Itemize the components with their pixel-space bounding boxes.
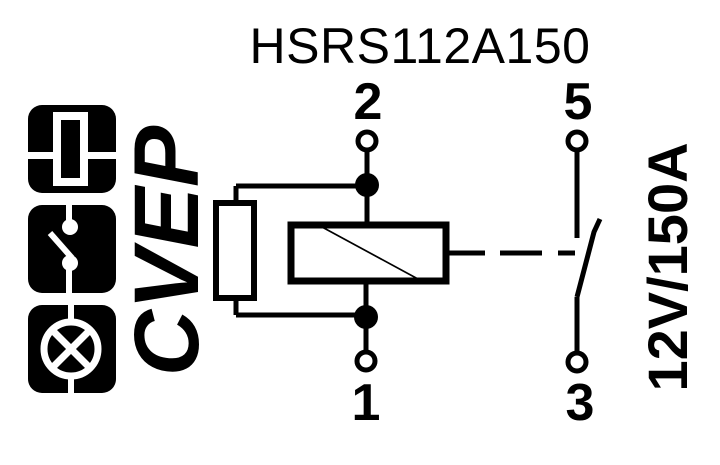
- coil-branch: [213, 129, 450, 373]
- lamp-icon: [28, 305, 116, 393]
- terminal-2-pin: [355, 129, 379, 153]
- rating-label: 12V/150A: [636, 142, 699, 392]
- coil-diagonal: [321, 226, 419, 280]
- terminal-5-pin: [565, 129, 589, 153]
- suppression-resistor: [213, 200, 257, 301]
- terminal-label-1: 1: [351, 374, 381, 432]
- junction-dot-bottom: [354, 305, 378, 329]
- junction-dot-top: [355, 173, 379, 197]
- terminal-label-2: 2: [353, 73, 383, 131]
- application-icon-column: [28, 105, 116, 393]
- fuse-icon: [28, 105, 116, 193]
- terminal-3-pin: [565, 350, 589, 374]
- terminal-label-3: 3: [565, 374, 595, 432]
- contact-branch: [565, 129, 603, 374]
- contact-blade: [574, 217, 603, 298]
- terminal-label-5: 5: [563, 73, 593, 131]
- part-number-title: HSRS112A150: [249, 18, 591, 74]
- terminal-1-pin: [354, 349, 378, 373]
- switch-icon: [28, 205, 116, 293]
